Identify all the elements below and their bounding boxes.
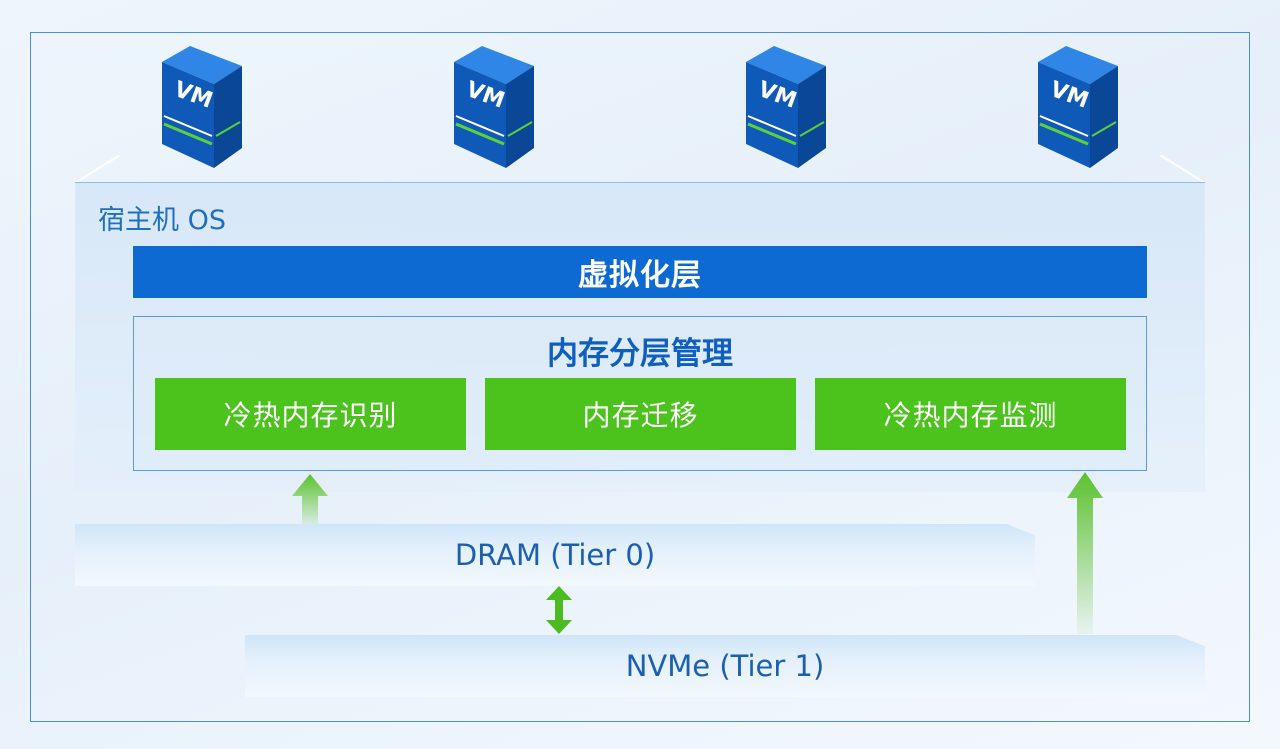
module-label: 内存迁移 [582,399,699,432]
module-hot-cold-identification: 冷热内存识别 [155,378,466,450]
double-arrow-icon [546,586,572,634]
vm-server-4: VM [1036,44,1120,169]
vm-server-2: VM [452,44,536,169]
vm-server-3: VM [744,44,828,169]
memory-management-title: 内存分层管理 [547,336,733,372]
tier-nvme-label: NVMe (Tier 1) [625,649,825,683]
host-perspective-edge-left [75,155,120,183]
module-label: 冷热内存识别 [223,399,398,432]
virtualization-layer-label: 虚拟化层 [578,258,702,293]
arrow-bidirectional [546,586,572,634]
vm-server-icon: VM [454,46,534,168]
virtualization-layer-bar: 虚拟化层 [133,246,1147,298]
vm-server-icon: VM [162,46,242,168]
vm-server-icon: VM [1038,46,1118,168]
host-os-label: 宿主机 OS [98,205,226,236]
arrow-up-icon [292,474,328,528]
module-hot-cold-monitoring: 冷热内存监测 [815,378,1126,450]
tier-dram-label: DRAM (Tier 0) [454,538,656,572]
vm-server-icon: VM [746,46,826,168]
arrow-up-icon [1067,472,1103,634]
tier-dram: DRAM (Tier 0) [75,524,1035,586]
diagram-frame [30,32,1250,722]
host-perspective-edge-right [1160,155,1205,183]
module-label: 冷热内存监测 [883,399,1058,432]
vm-server-1: VM [160,44,244,169]
arrow-up-nvme [1067,472,1103,634]
arrow-up-dram [292,474,328,528]
module-memory-migration: 内存迁移 [485,378,796,450]
tier-nvme: NVMe (Tier 1) [245,635,1205,697]
